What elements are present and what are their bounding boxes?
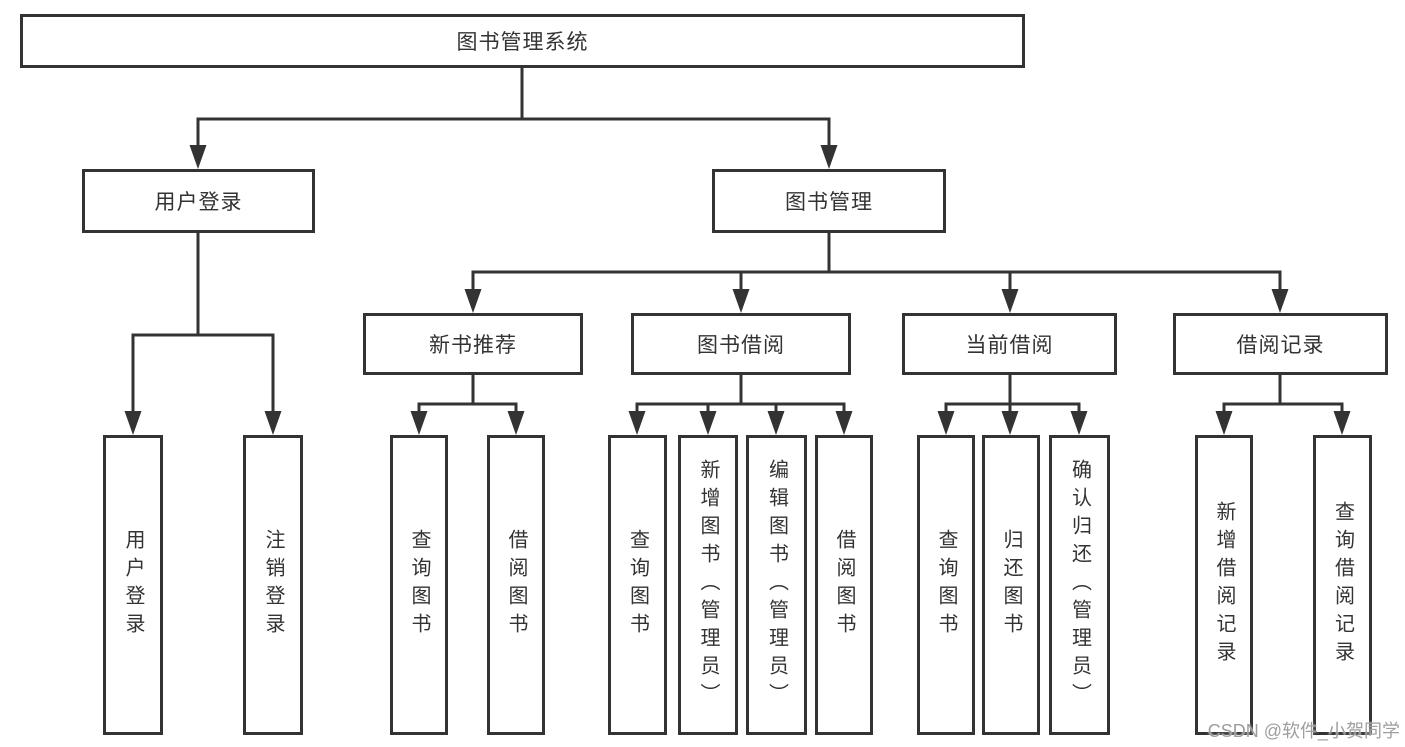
leaf-logout-label: 注销登录 bbox=[262, 529, 284, 641]
leaf-add-book-admin: 新增图书（管理员） bbox=[678, 435, 738, 735]
connector-newbook-to-leaves bbox=[410, 373, 525, 435]
leaf-query-borrow-record: 查询借阅记录 bbox=[1313, 435, 1372, 735]
leaf-edit-book-admin: 编辑图书（管理员） bbox=[746, 435, 807, 735]
connector-root-to-level2 bbox=[189, 66, 838, 169]
leaf-user-login: 用户登录 bbox=[103, 435, 163, 735]
leaf-confirm-return-admin-label: 确认归还（管理员） bbox=[1068, 459, 1091, 711]
connector-currentborrow-to-leaves bbox=[937, 373, 1088, 435]
leaf-user-login-label: 用户登录 bbox=[122, 529, 144, 641]
leaf-query-books-recommend-label: 查询图书 bbox=[408, 529, 430, 641]
leaf-borrow-books-recommend: 借阅图书 bbox=[487, 435, 545, 735]
leaf-query-borrow-record-label: 查询借阅记录 bbox=[1331, 501, 1354, 669]
node-user-login-label: 用户登录 bbox=[154, 191, 243, 214]
connector-borrowrecords-to-leaves bbox=[1215, 373, 1351, 435]
node-new-book-recommend-label: 新书推荐 bbox=[429, 334, 517, 357]
node-book-borrow: 图书借阅 bbox=[631, 313, 851, 375]
leaf-return-book-label: 归还图书 bbox=[1000, 529, 1022, 641]
leaf-add-borrow-record-label: 新增借阅记录 bbox=[1213, 501, 1235, 669]
connector-bookmgmt-to-level3 bbox=[464, 231, 1289, 313]
node-root-label: 图书管理系统 bbox=[456, 31, 589, 54]
node-current-borrow-label: 当前借阅 bbox=[965, 334, 1054, 357]
leaf-query-books-borrow-label: 查询图书 bbox=[626, 529, 649, 641]
leaf-query-books-current: 查询图书 bbox=[917, 435, 975, 735]
node-current-borrow: 当前借阅 bbox=[902, 313, 1117, 375]
node-user-login: 用户登录 bbox=[82, 169, 315, 233]
node-borrow-records-label: 借阅记录 bbox=[1236, 334, 1325, 357]
leaf-borrow-books-recommend-label: 借阅图书 bbox=[505, 529, 527, 641]
csdn-watermark: CSDN @软件_小贺同学 bbox=[1207, 721, 1400, 741]
node-book-management-label: 图书管理 bbox=[785, 191, 873, 214]
leaf-logout: 注销登录 bbox=[243, 435, 303, 735]
node-new-book-recommend: 新书推荐 bbox=[363, 313, 583, 375]
leaf-confirm-return-admin: 确认归还（管理员） bbox=[1049, 435, 1110, 735]
node-borrow-records: 借阅记录 bbox=[1173, 313, 1388, 375]
leaf-query-books-recommend: 查询图书 bbox=[390, 435, 448, 735]
leaf-borrow-books: 借阅图书 bbox=[815, 435, 873, 735]
node-book-borrow-label: 图书借阅 bbox=[697, 334, 785, 357]
connector-userlogin-to-leaves bbox=[124, 231, 282, 435]
leaf-add-book-admin-label: 新增图书（管理员） bbox=[697, 459, 719, 711]
node-root: 图书管理系统 bbox=[20, 14, 1025, 68]
leaf-borrow-books-label: 借阅图书 bbox=[833, 529, 855, 641]
leaf-query-books-current-label: 查询图书 bbox=[935, 529, 957, 641]
leaf-query-books-borrow: 查询图书 bbox=[608, 435, 667, 735]
leaf-add-borrow-record: 新增借阅记录 bbox=[1195, 435, 1253, 735]
connector-bookborrow-to-leaves bbox=[628, 373, 853, 435]
leaf-edit-book-admin-label: 编辑图书（管理员） bbox=[765, 459, 788, 711]
leaf-return-book: 归还图书 bbox=[982, 435, 1040, 735]
node-book-management: 图书管理 bbox=[712, 169, 946, 233]
